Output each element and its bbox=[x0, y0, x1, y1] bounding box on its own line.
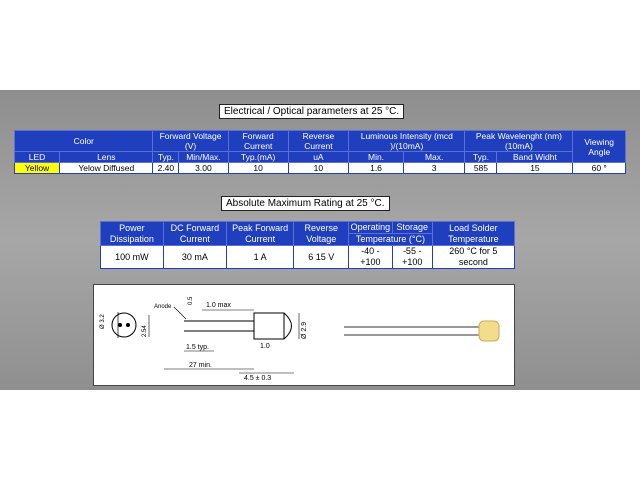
dc-cell: 30 mA bbox=[162, 245, 227, 269]
led-front-view bbox=[111, 312, 137, 338]
led-subheader: LED bbox=[13, 151, 61, 163]
reverse-current-header: Reverse Current bbox=[287, 130, 350, 152]
led-dimension-drawing: Ø 3.2 2.54 Anode 0.5 1.0 max Ø 2.9 1.5 t… bbox=[100, 296, 500, 382]
if-typ-cell: 10 bbox=[227, 162, 289, 174]
band-width-subheader: Band Widht bbox=[496, 151, 574, 163]
dim-10-label: 1.0 bbox=[260, 343, 270, 350]
dim-15-label: 1.5 typ. bbox=[186, 344, 209, 351]
led-color-cell: Yellow bbox=[13, 162, 61, 174]
color-header: Color bbox=[13, 130, 154, 152]
dc-header: DC Forward Current bbox=[162, 221, 227, 246]
peak-current-cell: 1 A bbox=[225, 245, 295, 269]
anode-label: Anode bbox=[154, 304, 172, 310]
peak-cell: 585 bbox=[464, 162, 498, 174]
ua-subheader: uA bbox=[287, 151, 350, 163]
dim-254-label: 2.54 bbox=[142, 325, 148, 337]
storage-cell: -55 - +100 bbox=[391, 245, 433, 269]
bandwidth-cell: 15 bbox=[496, 162, 574, 174]
lens-cell: Yelow Diffused bbox=[59, 162, 154, 174]
viewing-angle-header: Viewing Angle bbox=[572, 130, 626, 163]
iv-min-cell: 1.6 bbox=[348, 162, 404, 174]
dim-10max-label: 1.0 max bbox=[206, 302, 231, 309]
vf-max-cell: 3.00 bbox=[178, 162, 229, 174]
dim-27-label: 27 min. bbox=[189, 362, 212, 369]
typ-ma-subheader: Typ.(mA) bbox=[227, 151, 289, 163]
dimension-drawing-panel: Ø 3.2 2.54 Anode 0.5 1.0 max Ø 2.9 1.5 t… bbox=[93, 284, 515, 386]
absolute-heading: Absolute Maximum Rating at 25 °C. bbox=[221, 196, 390, 211]
operating-header: Operating bbox=[348, 221, 393, 234]
operating-cell: -40 - +100 bbox=[348, 245, 393, 269]
solder-header: Load Solder Temperature bbox=[431, 221, 516, 246]
led-photo-body bbox=[478, 320, 500, 342]
lead-dot-left bbox=[118, 323, 122, 327]
power-header: Power Dissipation bbox=[100, 221, 164, 246]
typ2-subheader: Typ. bbox=[464, 151, 498, 163]
angle-cell: 60 ° bbox=[572, 162, 626, 174]
lead-dot-right bbox=[126, 323, 130, 327]
electrical-heading: Electrical / Optical parameters at 25 °C… bbox=[219, 104, 405, 119]
iv-max-cell: 3 bbox=[402, 162, 466, 174]
min-subheader: Min. bbox=[348, 151, 404, 163]
typ-subheader: Typ. bbox=[152, 151, 180, 163]
dim-45-label: 4.5 ± 0.3 bbox=[244, 375, 271, 382]
storage-header: Storage bbox=[391, 221, 433, 234]
forward-current-header: Forward Current bbox=[227, 130, 289, 152]
dim-05-label: 0.5 bbox=[188, 296, 194, 305]
min-max-subheader: Min/Max. bbox=[178, 151, 229, 163]
peak-current-header: Peak Forward Current bbox=[225, 221, 295, 246]
ir-cell: 10 bbox=[287, 162, 350, 174]
led-dome bbox=[283, 312, 292, 340]
led-side-body bbox=[253, 312, 285, 340]
absolute-maximum-table: Power Dissipation DC Forward Current Pea… bbox=[100, 221, 516, 269]
max-subheader: Max. bbox=[402, 151, 466, 163]
reverse-voltage-header: Reverse Voltage bbox=[293, 221, 350, 246]
vf-typ-cell: 2.40 bbox=[152, 162, 180, 174]
lens-subheader: Lens bbox=[59, 151, 154, 163]
solder-cell: 260 °C for 5 second bbox=[431, 245, 516, 269]
reverse-voltage-cell: 6 15 V bbox=[293, 245, 350, 269]
forward-voltage-header: Forward Voltage (V) bbox=[152, 130, 229, 152]
dim-29-label: Ø 2.9 bbox=[301, 322, 308, 339]
temperature-header: Temperature (°C) bbox=[348, 233, 433, 246]
electrical-parameters-table: Color Forward Voltage (V) Forward Curren… bbox=[13, 130, 626, 174]
peak-wavelength-header: Peak Wavelenght (nm) (10mA) bbox=[464, 130, 574, 152]
dim-32-label: Ø 3.2 bbox=[100, 314, 106, 329]
luminous-intensity-header: Luminous Intensity (mcd )/(10mA) bbox=[348, 130, 466, 152]
power-cell: 100 mW bbox=[100, 245, 164, 269]
